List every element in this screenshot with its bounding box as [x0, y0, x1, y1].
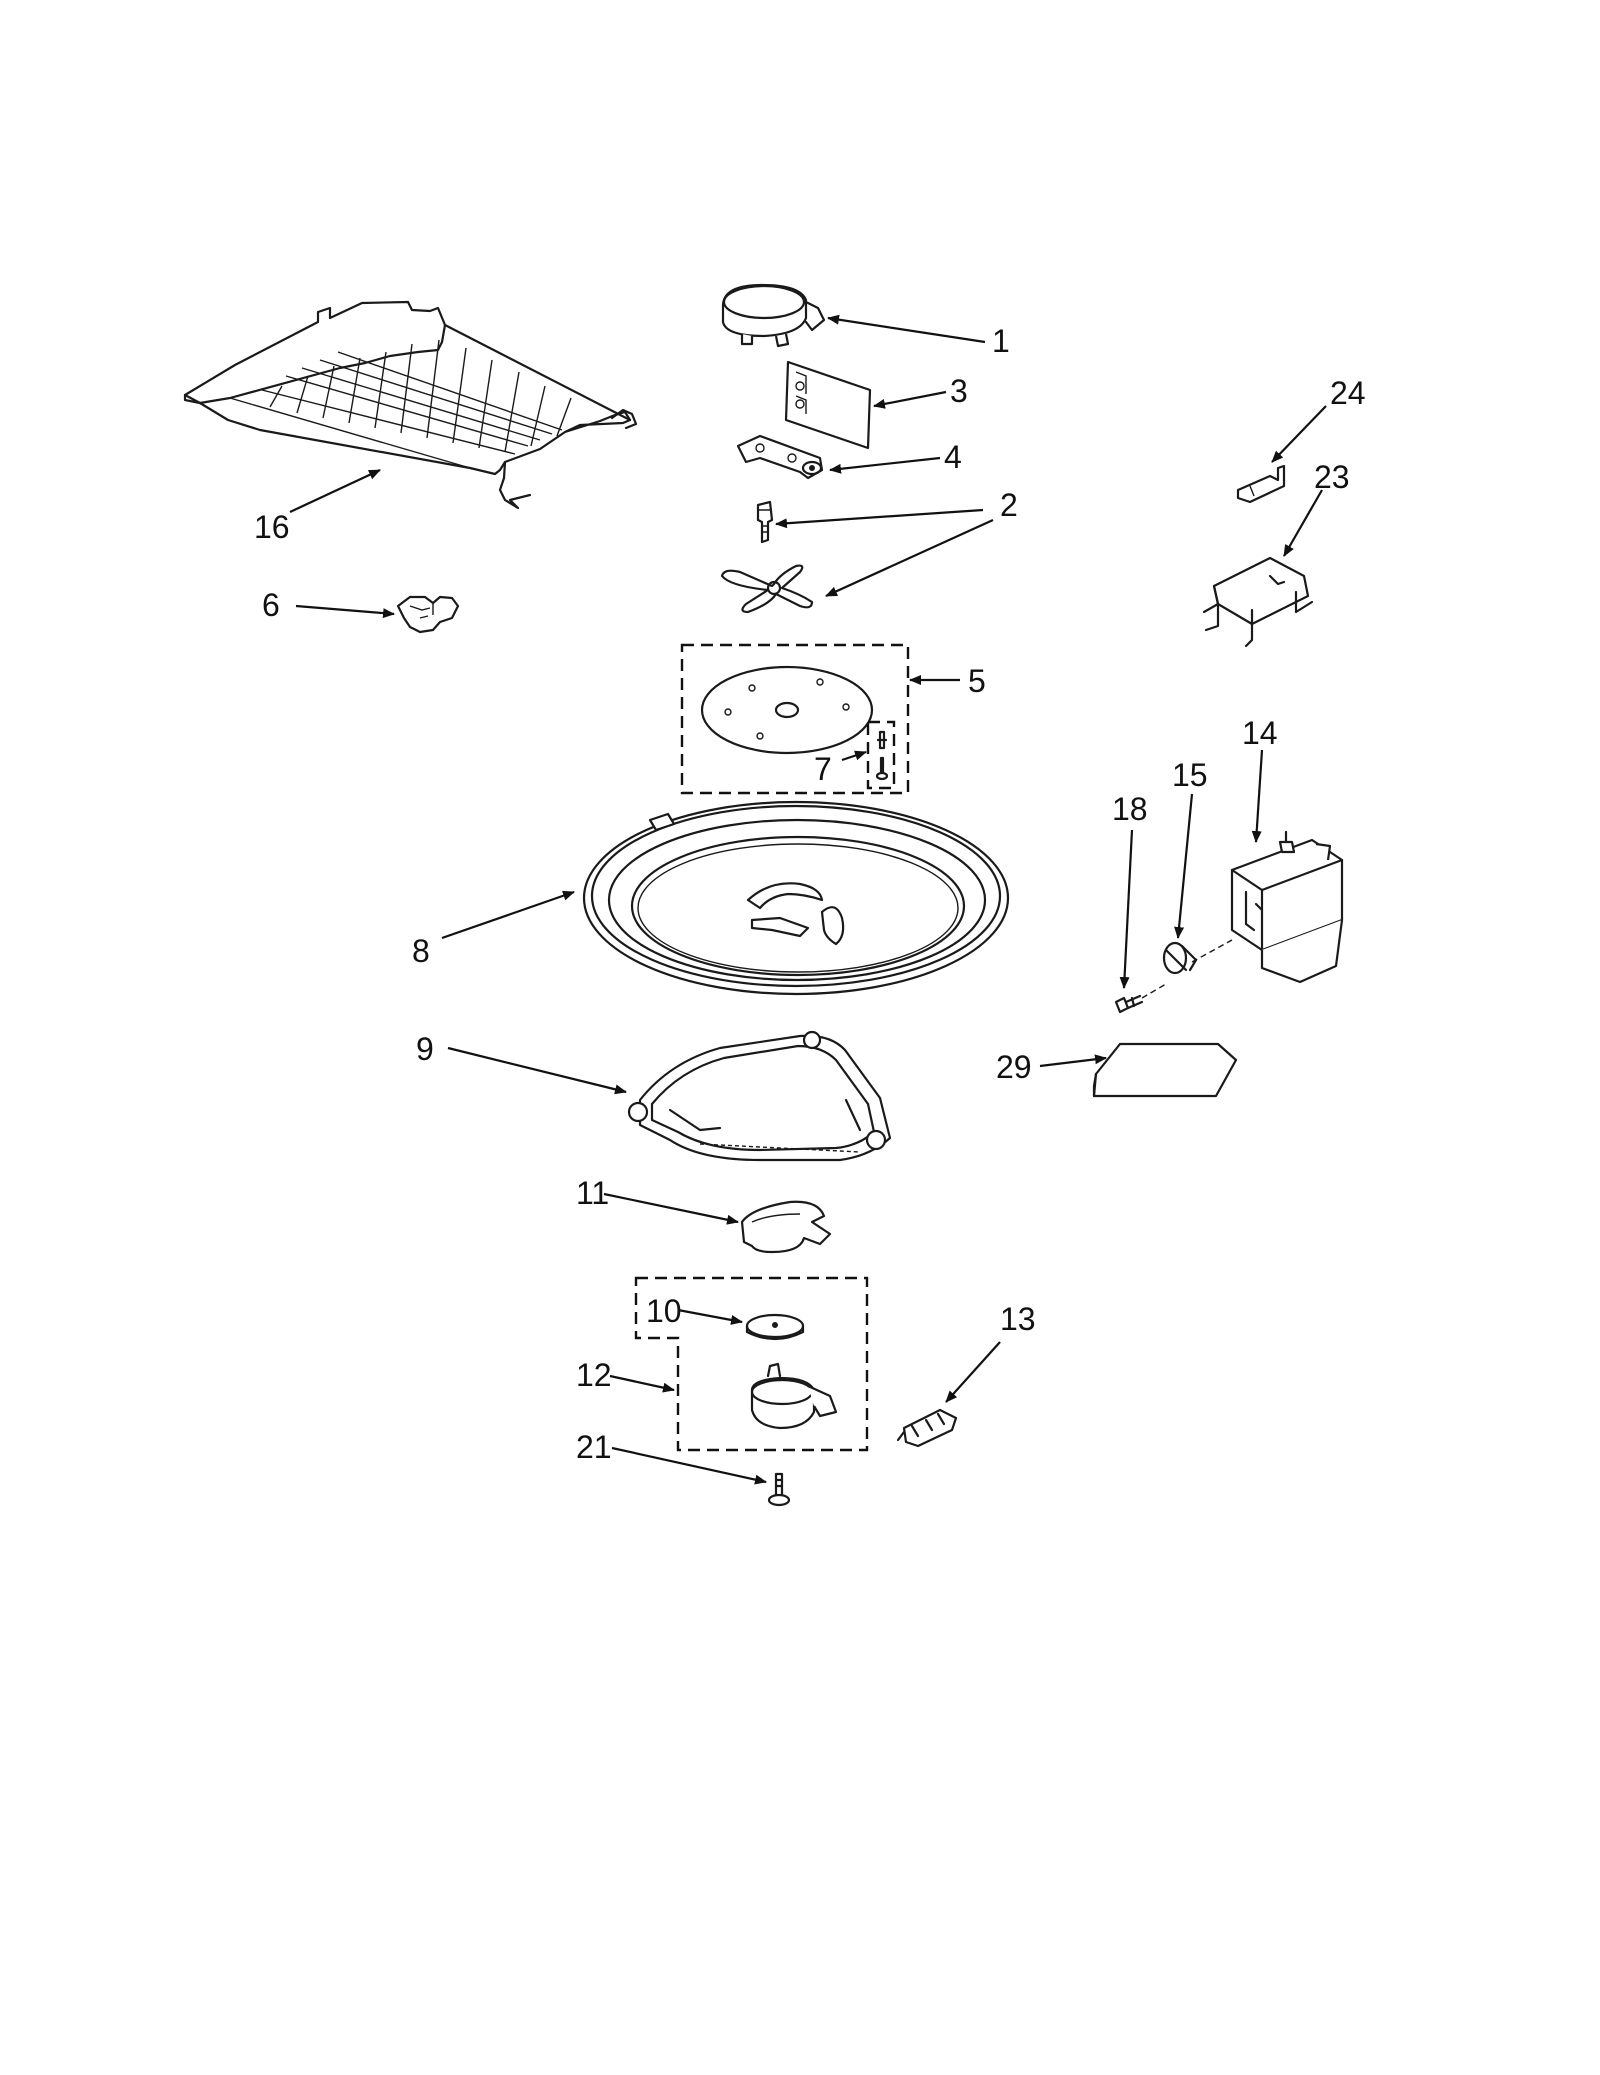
washer-part [745, 1313, 805, 1341]
leader-11 [603, 1192, 739, 1225]
thermostat-part [1162, 939, 1233, 975]
leader-7 [841, 750, 867, 762]
callout-2: 2 [1000, 487, 1018, 523]
callout-18: 18 [1112, 791, 1148, 827]
assembly-group-5-box [680, 643, 910, 795]
leader-6 [295, 604, 395, 619]
bracket-24-part [1236, 464, 1286, 504]
callout-5: 5 [968, 663, 986, 699]
callout-11: 11 [576, 1175, 609, 1211]
gasket-part [784, 360, 872, 450]
stirrer-plate-part [700, 665, 874, 755]
coupler-part [740, 1200, 832, 1254]
leader-15 [1174, 793, 1194, 939]
callout-4: 4 [944, 439, 962, 475]
magnetron-part [1230, 830, 1344, 984]
switch-part [896, 1408, 958, 1448]
assembly-group-12-box [634, 1276, 869, 1452]
leader-12 [609, 1374, 675, 1393]
leader-24 [1271, 405, 1327, 463]
bracket-23-part [1202, 556, 1314, 648]
leader-2a [775, 508, 984, 529]
screw-21-part [767, 1472, 791, 1507]
callout-10: 10 [646, 1293, 682, 1329]
callout-7: 7 [814, 751, 832, 787]
leader-2b [825, 518, 994, 598]
callout-16: 16 [254, 509, 290, 545]
rack-part [183, 300, 638, 510]
callout-6: 6 [262, 587, 280, 623]
callout-14: 14 [1242, 715, 1278, 751]
assembly-group-7-box [866, 720, 896, 790]
leader-1 [827, 314, 986, 344]
cover-pad-part [1092, 1042, 1238, 1098]
roller-ring-part [627, 1030, 892, 1162]
leader-8 [441, 890, 575, 940]
turntable-tray-part [582, 800, 1010, 996]
stirrer-motor-part [721, 283, 826, 348]
clip-part [396, 595, 460, 634]
shaft-part [756, 500, 774, 544]
callout-13: 13 [1000, 1301, 1036, 1337]
bracket-part [736, 434, 824, 480]
callout-29: 29 [996, 1049, 1032, 1085]
leader-10 [677, 1308, 743, 1325]
leader-13 [945, 1341, 1001, 1403]
leader-4 [829, 456, 941, 474]
leader-9 [447, 1046, 627, 1095]
callout-24: 24 [1330, 375, 1366, 411]
callout-23: 23 [1314, 459, 1350, 495]
callout-21: 21 [576, 1429, 612, 1465]
callout-15: 15 [1172, 757, 1208, 793]
screw-part [875, 730, 889, 781]
callout-9: 9 [416, 1031, 434, 1067]
leader-23 [1283, 489, 1323, 557]
leader-29 [1039, 1054, 1107, 1068]
callout-1: 1 [992, 323, 1010, 359]
leader-21 [611, 1446, 767, 1485]
callout-8: 8 [412, 933, 430, 969]
callout-3: 3 [950, 373, 968, 409]
screw-18-part [1114, 983, 1167, 1014]
leader-3 [873, 390, 947, 409]
turntable-motor-part [750, 1362, 838, 1430]
leader-14 [1251, 749, 1264, 843]
leader-16 [289, 469, 381, 513]
leader-18 [1119, 829, 1134, 989]
fan-blade-part [720, 564, 814, 614]
callout-12: 12 [576, 1357, 612, 1393]
